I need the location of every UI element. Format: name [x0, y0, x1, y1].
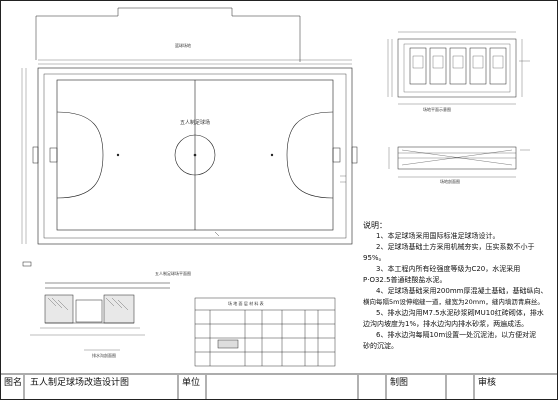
- table-title: 场 地 面 层 材 料 表: [228, 301, 264, 306]
- label-unit: 单位: [182, 378, 201, 388]
- note-line: 边沟内坡度为1%，排水边沟内排水砂浆，两遍成活。: [363, 320, 529, 328]
- drawing-name: 五人制足球场改造设计图: [30, 378, 130, 388]
- title-block: [23, 375, 475, 400]
- plan-label-right: 场地平面示意图: [423, 107, 451, 112]
- label-drafter: 制图: [390, 378, 409, 388]
- note-line: P·O32.5普通硅酸盐水泥。: [363, 276, 447, 284]
- field-top-label: 篮球场地: [175, 43, 191, 48]
- note-line: 1、本足球场采用国际标准足球场设计。: [376, 232, 500, 240]
- plan-label-left: 五人制足球场平面图: [155, 271, 191, 276]
- note-line: 3、本工程内所有砼强度等级为C20，水泥采用: [376, 265, 521, 273]
- note-line: 6、排水边沟每隔10m设置一处沉泥池，以方便对泥: [376, 331, 537, 339]
- field-plan-detail: [387, 31, 530, 105]
- field-section-detail: [388, 146, 530, 178]
- note-line: 砂的沉淀。: [363, 342, 398, 350]
- field-title: 五人制足球场: [180, 120, 211, 126]
- note-line: 5、排水边沟用M7.5水泥砂浆砌MU10红砖砌体，排水: [376, 309, 544, 317]
- note-line: 95%。: [363, 254, 386, 262]
- layers-table: [194, 297, 336, 367]
- label-reviewer: 审核: [478, 378, 497, 388]
- note-line: 2、足球场基础土方采用机械夯实，压实系数不小于: [376, 243, 535, 251]
- note-line: 横向每隔5m设伸缩缝一道，缝宽为20mm，缝内填沥青麻丝。: [363, 298, 544, 306]
- section-label-right: 场地剖面图: [440, 179, 460, 184]
- label-drawing-name: 图名: [4, 378, 23, 388]
- note-line: 4、足球场基础采用200mm厚混凝土基础，基础纵向、: [376, 287, 548, 295]
- section-label: 排水沟剖面图: [92, 353, 116, 358]
- field-plan: [21, 7, 358, 245]
- notes-title: 说明：: [363, 221, 387, 230]
- drain-section: [22, 261, 170, 351]
